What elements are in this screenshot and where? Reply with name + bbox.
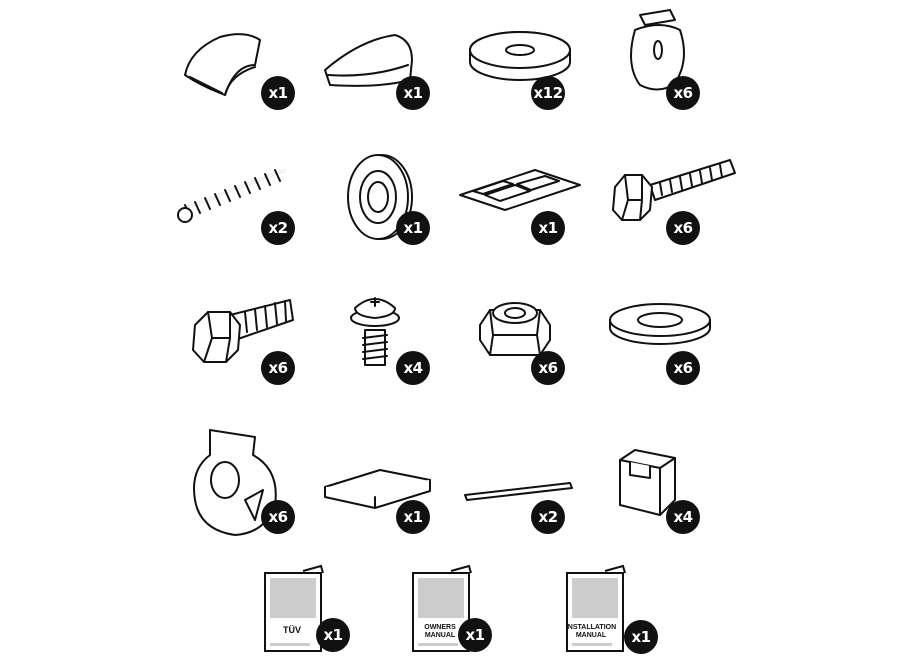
quantity-badge: x1 — [316, 618, 350, 652]
quantity-badge: x1 — [396, 76, 430, 110]
lock-nut-icon — [475, 295, 555, 369]
long-hex-bolt-icon — [610, 155, 740, 229]
manual-title-line1: INSTALLATION — [565, 624, 617, 631]
quantity-badge: x1 — [458, 618, 492, 652]
quantity-badge: x6 — [261, 351, 295, 385]
manual-title-line2: MANUAL — [575, 632, 607, 639]
booklet-icon — [264, 564, 324, 652]
flat-washer-icon — [605, 300, 715, 354]
manual-installation: INSTALLATION MANUAL — [565, 563, 627, 653]
end-cap-left-icon — [180, 25, 270, 99]
quantity-badge: x6 — [531, 351, 565, 385]
torx-screw-icon — [345, 290, 405, 379]
slider-block-icon — [615, 440, 680, 524]
short-hex-bolt-icon — [190, 290, 300, 374]
manual-owners: OWNERS MANUAL — [411, 563, 473, 653]
manual-title: TÜV — [283, 625, 301, 635]
quantity-badge: x1 — [261, 76, 295, 110]
booklet-icon — [412, 564, 472, 652]
rubber-strip-icon — [460, 480, 580, 509]
quantity-badge: x6 — [666, 211, 700, 245]
quantity-badge: x12 — [531, 76, 565, 110]
spring-icon — [165, 155, 300, 234]
rubber-block-icon — [320, 465, 435, 514]
mounting-bracket-icon — [185, 425, 285, 544]
large-washer-icon — [465, 28, 575, 92]
end-cap-right-icon — [320, 30, 420, 99]
quantity-badge: x6 — [666, 351, 700, 385]
manual-tuv: TÜV — [263, 563, 325, 653]
manual-title-line2: MANUAL — [424, 632, 456, 639]
quantity-badge: x1 — [531, 211, 565, 245]
quantity-badge: x1 — [396, 500, 430, 534]
quantity-badge: x1 — [624, 620, 658, 654]
adhesive-pads-icon — [455, 165, 585, 219]
quantity-badge: x4 — [396, 351, 430, 385]
quantity-badge: x1 — [396, 211, 430, 245]
quantity-badge: x2 — [531, 500, 565, 534]
quantity-badge: x6 — [261, 500, 295, 534]
quantity-badge: x6 — [666, 76, 700, 110]
quantity-badge: x4 — [666, 500, 700, 534]
pipe-clamp-icon — [620, 5, 700, 99]
manual-title-line1: OWNERS — [424, 624, 456, 631]
quantity-badge: x2 — [261, 211, 295, 245]
tape-roll-icon — [340, 150, 420, 249]
booklet-icon — [566, 564, 626, 652]
